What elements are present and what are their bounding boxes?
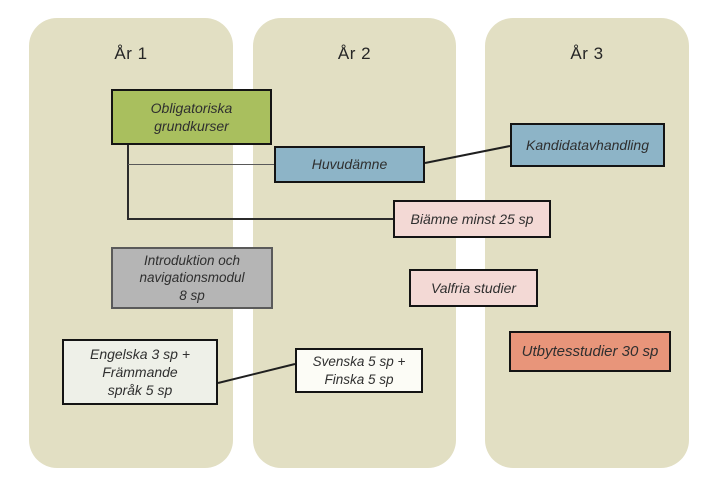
box-introduktion-navigationsmodul: Introduktion och navigationsmodul 8 sp bbox=[111, 247, 273, 309]
column-year-3: År 3 bbox=[485, 18, 689, 468]
box-biamne-label: Biämne minst 25 sp bbox=[410, 210, 534, 227]
column-year-3-header: År 3 bbox=[570, 44, 604, 63]
column-year-1-header: År 1 bbox=[114, 44, 148, 63]
box-svenska-finska: Svenska 5 sp + Finska 5 sp bbox=[295, 348, 423, 393]
box-engelska-label: Engelska 3 sp + Främmande språk 5 sp bbox=[89, 345, 190, 399]
column-year-2: År 2 bbox=[253, 18, 456, 468]
box-obligatoriska-grundkurser-label: Obligatoriska grundkurser bbox=[150, 99, 233, 134]
box-engelska-frammande-sprak: Engelska 3 sp + Främmande språk 5 sp bbox=[62, 339, 218, 405]
box-huvudamne-label: Huvudämne bbox=[311, 156, 388, 173]
box-biamne-minst-25-sp: Biämne minst 25 sp bbox=[393, 200, 551, 238]
box-valfria-studier: Valfria studier bbox=[409, 269, 538, 307]
connector-huvudamne-kandidatavhandling bbox=[424, 145, 511, 164]
box-kandidatavhandling-label: Kandidatavhandling bbox=[526, 136, 649, 153]
column-year-2-header: År 2 bbox=[337, 44, 372, 63]
box-kandidatavhandling: Kandidatavhandling bbox=[510, 123, 665, 167]
box-obligatoriska-grundkurser: Obligatoriska grundkurser bbox=[111, 89, 272, 145]
box-utbytesstudier-label: Utbytesstudier 30 sp bbox=[521, 342, 659, 360]
box-introduktion-label: Introduktion och navigationsmodul 8 sp bbox=[139, 252, 245, 303]
box-svenska-finska-label: Svenska 5 sp + Finska 5 sp bbox=[312, 353, 406, 387]
box-utbytesstudier: Utbytesstudier 30 sp bbox=[509, 331, 671, 372]
box-valfria-studier-label: Valfria studier bbox=[430, 279, 517, 296]
box-huvudamne: Huvudämne bbox=[274, 146, 425, 183]
connector-engelska-svenska bbox=[217, 363, 296, 384]
